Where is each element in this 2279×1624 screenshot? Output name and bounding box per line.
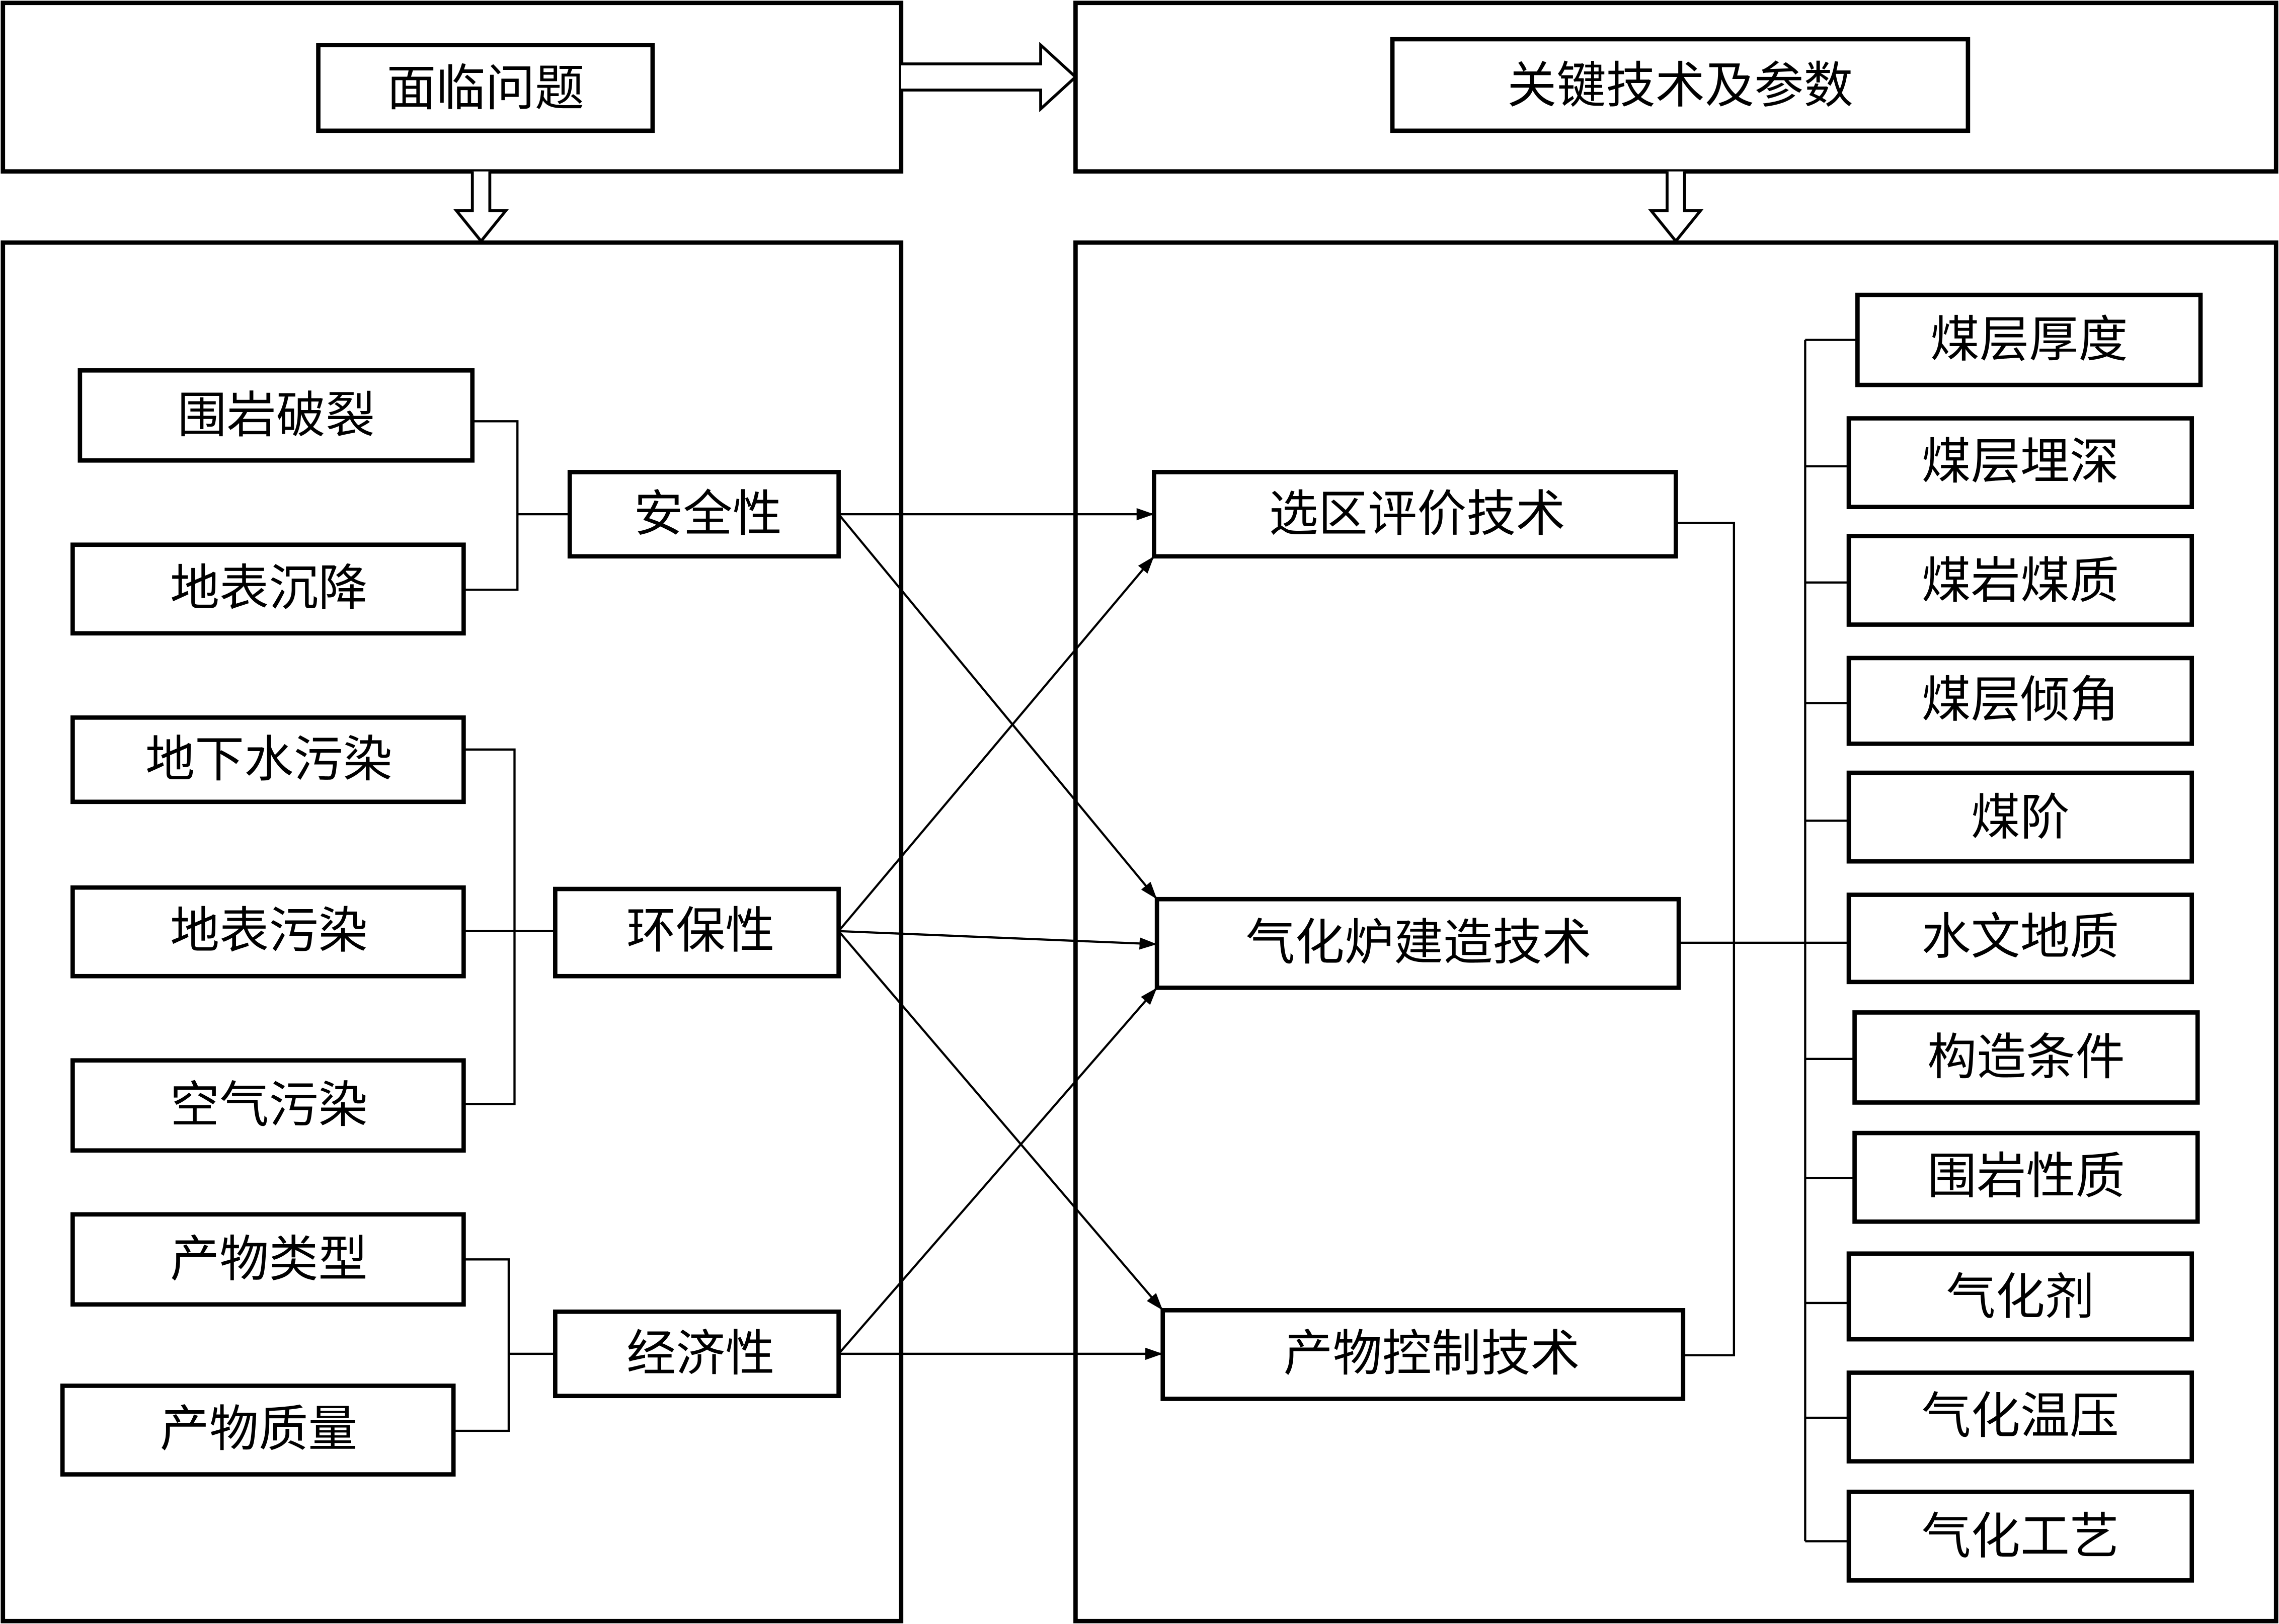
parameter-label: 煤层厚度 [1930, 311, 2128, 369]
parameter-label: 煤层埋深 [1921, 433, 2119, 491]
down-block-arrow-left-icon [453, 171, 509, 243]
technology-box [1152, 470, 1678, 559]
technology-box [1154, 897, 1681, 990]
factor-label: 围岩破裂 [177, 387, 375, 444]
factor-box [70, 885, 466, 979]
factor-box [70, 1058, 466, 1153]
problems-title-box [316, 43, 655, 133]
technology-bracket-connector [1676, 522, 1849, 1357]
factor-label: 产物质量 [160, 1401, 358, 1458]
link-arrow-environment-to-site-selection [837, 555, 1155, 932]
link-arrow-environment-to-product-control [837, 930, 1164, 1311]
parameter-label: 围岩性质 [1927, 1148, 2125, 1205]
parameter-label: 水文地质 [1921, 908, 2119, 965]
factor-label: 地下水污染 [145, 731, 392, 788]
parameter-box [1852, 1130, 2200, 1224]
parameter-box [1846, 534, 2194, 627]
parameter-box [1855, 292, 2203, 387]
technology-label: 气化炉建造技术 [1245, 914, 1591, 971]
right-block-arrow-icon [901, 41, 1078, 113]
factor-box [70, 542, 466, 636]
problems-title: 面临问题 [386, 60, 584, 117]
factor-box [77, 368, 475, 463]
parameter-label: 煤阶 [1971, 789, 2070, 847]
parameter-branch-lines [1805, 339, 1858, 1542]
safety-bracket-connector [463, 420, 570, 591]
factor-box [70, 715, 466, 804]
key-tech-title: 关键技术及参数 [1507, 57, 1853, 114]
criterion-box-environment [553, 886, 841, 979]
parameter-label: 气化温压 [1921, 1388, 2119, 1445]
technology-label: 选区评价技术 [1269, 485, 1565, 543]
link-arrow-economy-to-gasifier [837, 987, 1158, 1355]
down-block-arrow-right-icon [1648, 171, 1704, 243]
parameter-label: 气化工艺 [1921, 1508, 2119, 1566]
criterion-box-safety [567, 470, 841, 559]
environment-bracket-connector [463, 748, 556, 1105]
criterion-label-safety: 安全性 [634, 485, 782, 543]
parameter-label: 构造条件 [1927, 1029, 2125, 1086]
parameter-box [1846, 1370, 2194, 1464]
factor-label: 地表沉降 [170, 559, 368, 617]
technology-label: 产物控制技术 [1283, 1325, 1580, 1383]
key-tech-title-box [1390, 37, 1971, 133]
parameter-box [1852, 1010, 2200, 1105]
parameter-box [1846, 1489, 2194, 1583]
parameter-box [1846, 656, 2194, 746]
parameter-box [1846, 892, 2194, 985]
factor-label: 空气污染 [170, 1077, 368, 1134]
parameter-label: 煤岩煤质 [1921, 552, 2119, 610]
parameter-box [1846, 770, 2194, 864]
criterion-label-economy: 经济性 [626, 1325, 775, 1383]
parameter-label: 煤层倾角 [1921, 672, 2119, 729]
factor-box [70, 1212, 466, 1307]
factor-label: 产物类型 [170, 1231, 368, 1288]
parameter-box [1846, 416, 2194, 509]
parameter-box [1846, 1251, 2194, 1342]
link-arrow-safety-to-gasifier [837, 513, 1158, 900]
criterion-label-environment: 环保性 [626, 903, 775, 960]
economy-bracket-connector [453, 1258, 556, 1432]
parameter-label: 气化剂 [1946, 1268, 2095, 1326]
link-arrow-environment-to-gasifier [838, 930, 1157, 950]
factor-label: 地表污染 [170, 903, 368, 960]
